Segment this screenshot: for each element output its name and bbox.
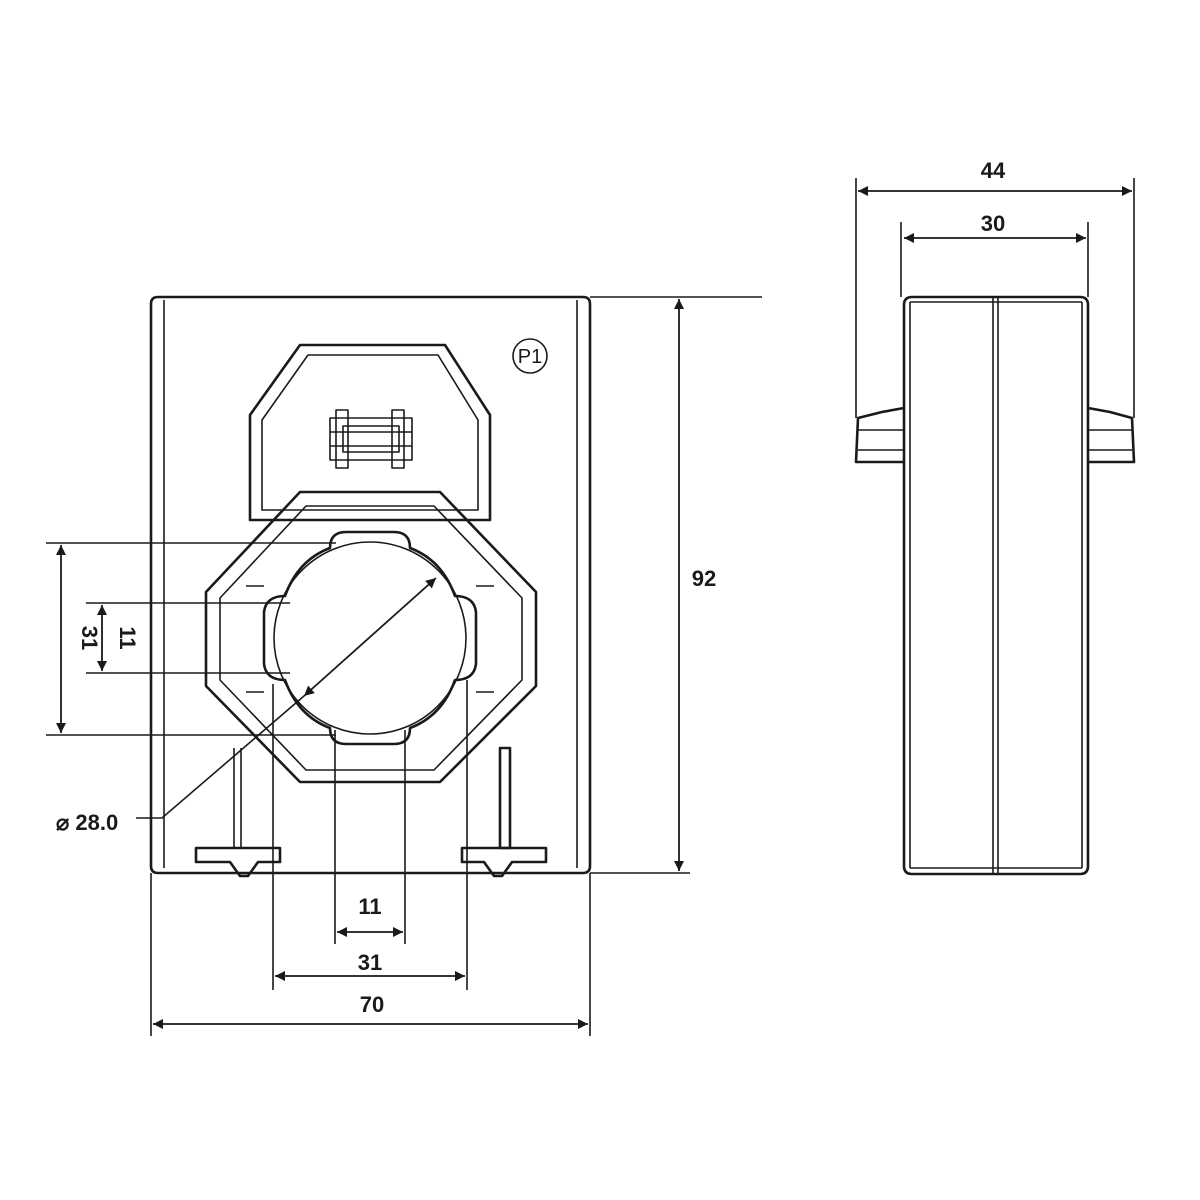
primary-window <box>262 530 478 746</box>
dim-width-total: 70 <box>360 992 384 1017</box>
dim-diameter: ⌀ 28.0 <box>56 810 118 835</box>
dim-depth-total: 44 <box>981 158 1006 183</box>
side-dimensions: 44 30 <box>855 158 1135 418</box>
side-body-inner <box>909 301 1083 869</box>
p1-marking: P1 <box>512 338 548 374</box>
window-frame-ledge <box>246 585 494 693</box>
window-frame-inner <box>219 505 523 771</box>
side-body-outline <box>902 295 1090 876</box>
dim-line-diameter <box>303 577 437 697</box>
p1-label: P1 <box>518 346 542 368</box>
mounting-foot-right <box>460 846 548 878</box>
terminal-block <box>329 409 413 469</box>
side-lug-left <box>854 406 906 464</box>
dim-slot-width: 11 <box>358 894 381 919</box>
front-dimensions: 92 70 31 11 31 11 ⌀ 28.0 <box>46 296 762 1036</box>
window-frame-outer <box>204 490 538 784</box>
front-view: P1 <box>149 295 592 878</box>
side-lug-right <box>1086 406 1136 464</box>
side-lug-right-detail <box>1088 429 1132 451</box>
front-housing-outline <box>149 295 592 875</box>
side-view <box>854 295 1136 876</box>
dim-depth-body: 30 <box>981 211 1005 236</box>
dim-window-height: 31 <box>77 626 102 650</box>
side-lug-left-detail <box>858 429 904 451</box>
mounting-post-right <box>498 746 512 850</box>
upper-pad-outer <box>248 343 492 522</box>
side-seam <box>992 297 999 874</box>
dim-window-width: 31 <box>358 950 382 975</box>
diameter-leader <box>136 695 305 819</box>
mounting-foot-left <box>194 846 282 878</box>
primary-window-bore <box>273 541 467 735</box>
front-housing-inner-edge <box>163 300 578 868</box>
upper-pad-inner <box>261 354 479 511</box>
dim-slot-height: 11 <box>115 626 140 649</box>
dim-height-total: 92 <box>692 566 716 591</box>
mounting-post-left <box>233 748 242 848</box>
